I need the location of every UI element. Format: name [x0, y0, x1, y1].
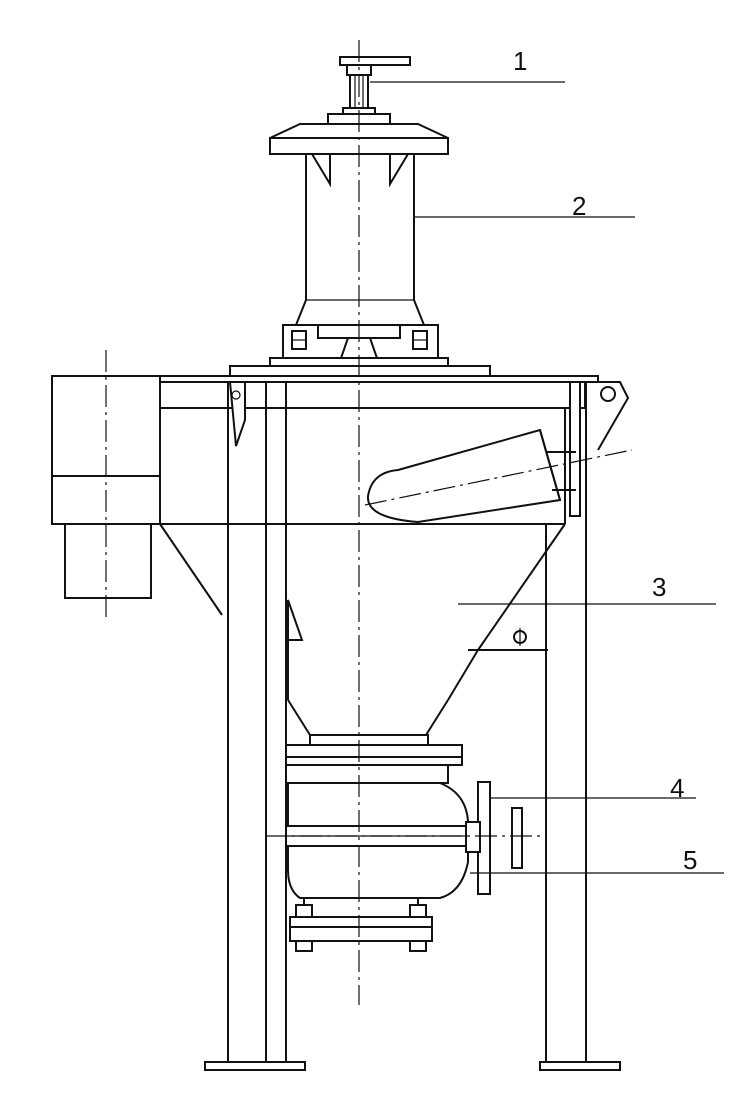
label-4: 4 [670, 773, 684, 803]
inlet-pipe [366, 381, 630, 524]
center-lines [105, 40, 633, 1005]
pump-flanges [285, 744, 463, 784]
support-legs [204, 382, 621, 1071]
label-1: 1 [513, 46, 527, 76]
label-2: 2 [572, 191, 586, 221]
label-5: 5 [683, 845, 697, 875]
top-plate [127, 365, 599, 409]
leader-lines [370, 81, 724, 874]
top-handwheel [327, 56, 411, 125]
pump-casing [285, 781, 523, 952]
label-3: 3 [652, 572, 666, 602]
